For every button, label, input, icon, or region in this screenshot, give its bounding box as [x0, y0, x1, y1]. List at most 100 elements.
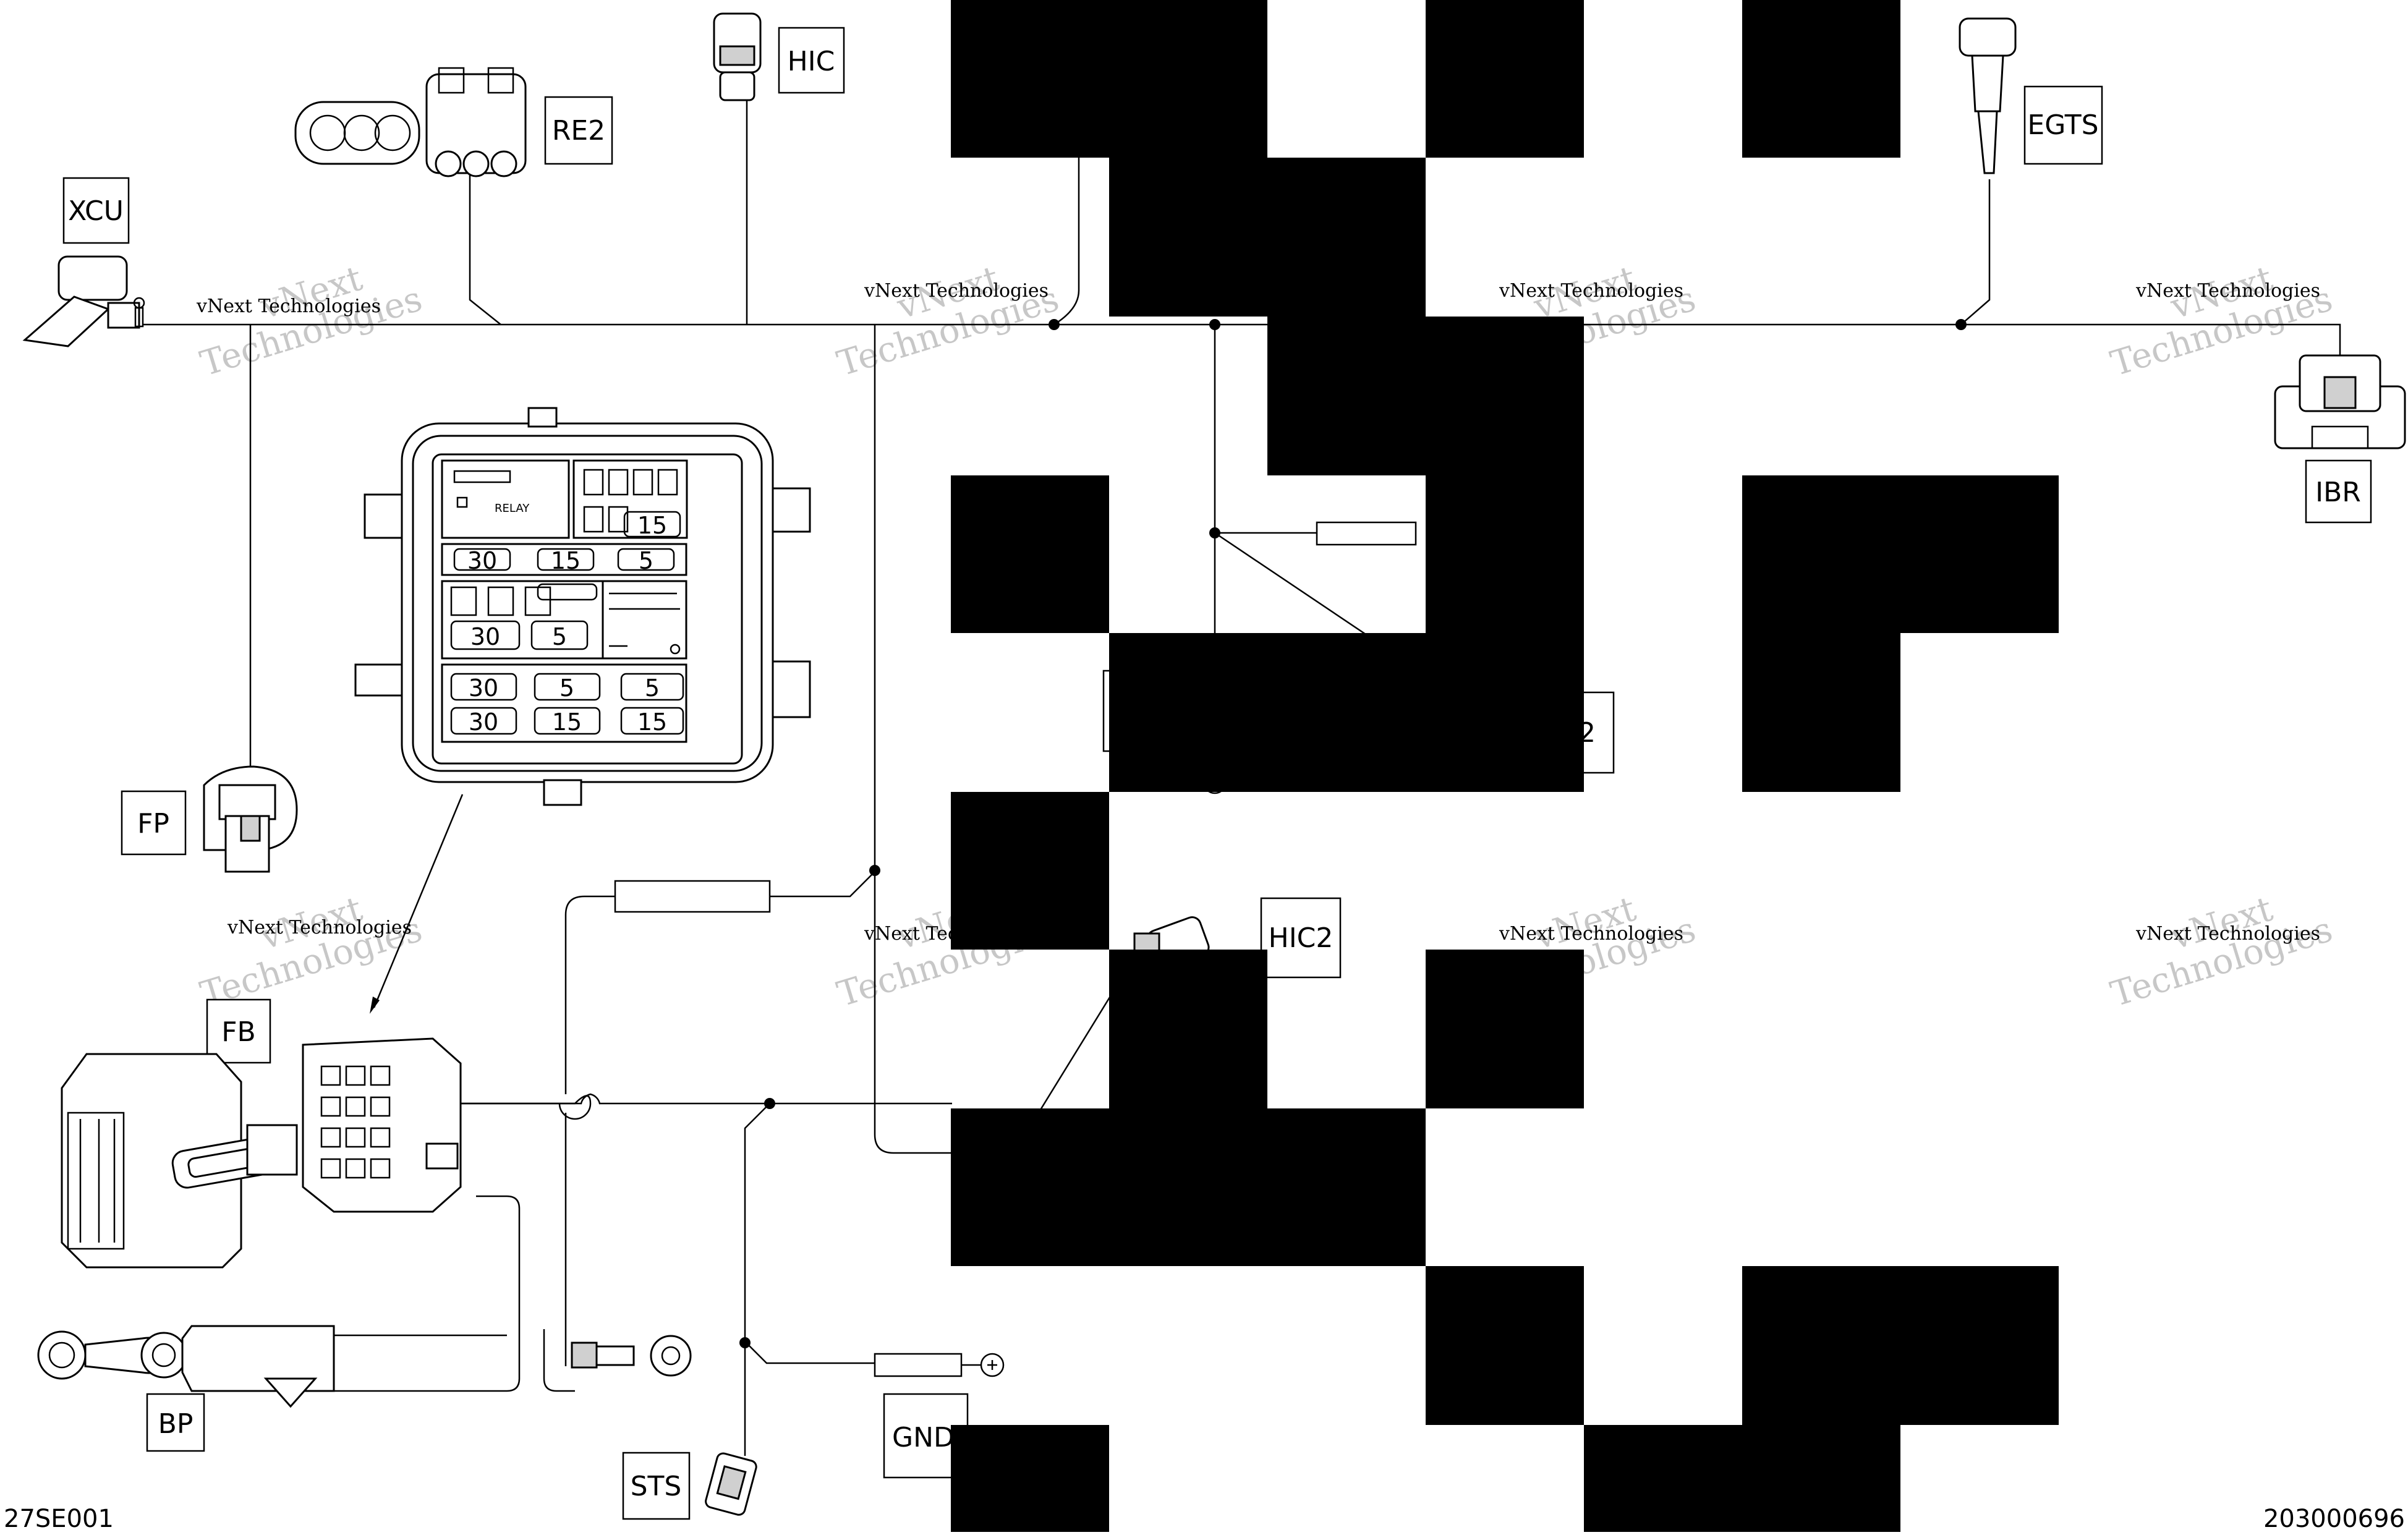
- re2-connector-pair: [294, 67, 527, 177]
- figure-code-right: 203000696: [2263, 1505, 2405, 1532]
- sts-label-box: [622, 1452, 691, 1520]
- xcu-label-box: [62, 177, 130, 244]
- fuse-value: 5: [645, 674, 660, 702]
- fuse-row-2: [441, 580, 604, 660]
- redaction-block: [951, 475, 1109, 633]
- ring-terminal-hole: [661, 1346, 681, 1366]
- re2-latch: [438, 67, 465, 94]
- figure-code-left: 27SE001: [4, 1505, 114, 1532]
- ring-terminal-crimp: [571, 1342, 598, 1369]
- re2-label: RE2: [552, 115, 605, 147]
- bp-label: BP: [158, 1408, 194, 1440]
- redaction-block: [1742, 0, 1900, 158]
- bp-cable-right: [543, 1329, 575, 1392]
- re2-wire: [469, 173, 501, 325]
- xcu-connector-boot: [107, 302, 140, 329]
- hic-label: HIC: [788, 46, 835, 77]
- re2-wire-seal: [490, 150, 517, 177]
- bp-battery-terminal: [37, 1325, 335, 1408]
- gnd4-cable-sleeve: [874, 1353, 963, 1377]
- fuse-value: 5: [559, 674, 574, 702]
- fuse-value: 15: [551, 547, 581, 574]
- ibr-connector-latch: [2323, 376, 2357, 409]
- hic-connector-latch: [719, 45, 755, 66]
- fb-connector-tab: [425, 1142, 459, 1170]
- fuse-box-left-tab-2: [354, 663, 403, 697]
- hic-connector: [713, 12, 762, 101]
- fp-connector-latch: [240, 815, 261, 842]
- fb-connector-body: [302, 1037, 462, 1213]
- sts-connector-latch: [716, 1465, 747, 1500]
- redaction-block: [1742, 633, 1900, 792]
- fuse-row-3: [441, 663, 687, 743]
- bp-terminal-boot: [181, 1325, 335, 1392]
- fuse-value: 15: [637, 512, 667, 539]
- xcu-connector: [22, 255, 145, 347]
- fp-connector-shroud: [224, 815, 270, 873]
- redaction-block: [1109, 950, 1267, 1108]
- redaction-block: [1584, 1425, 1900, 1532]
- bp-label-box: [146, 1393, 205, 1452]
- relay-marking-square: [456, 496, 468, 508]
- egts-connector: [1959, 17, 2017, 174]
- sts-wire: [744, 1103, 770, 1456]
- watermark-text: vNext Technologies: [864, 280, 1049, 302]
- gnd4-wire: [744, 1341, 875, 1364]
- fb-label: FB: [221, 1016, 256, 1048]
- fp-connector: [203, 765, 298, 873]
- fb-wire-stub: [461, 1095, 592, 1120]
- sts-connector: [705, 1452, 757, 1516]
- redaction-block: [951, 1425, 1109, 1532]
- main-harness-wire: [142, 323, 2341, 355]
- ibr-connector: [2274, 354, 2406, 449]
- re2-latch: [487, 67, 514, 94]
- re2-wire-seal: [435, 150, 462, 177]
- fuse-value: 30: [470, 623, 500, 650]
- watermark-text: vNext Technologies: [2135, 280, 2320, 302]
- fuse-box-arrow-line: [373, 794, 464, 1008]
- redaction-block: [951, 0, 1267, 158]
- fuse-box-bottom-tab: [543, 779, 582, 806]
- fuse-box-arrow-head: [370, 997, 380, 1014]
- redaction-block: [1742, 475, 2059, 633]
- bp-terminal-tab: [263, 1377, 318, 1408]
- junction-dot: [1049, 319, 1060, 330]
- egts-label-box: [2023, 85, 2103, 165]
- ring-terminal-barrel: [595, 1345, 635, 1366]
- junction-dot: [869, 865, 880, 876]
- bp-cable-outline: [334, 1195, 521, 1392]
- redaction-block: [1742, 1266, 2059, 1425]
- fuse-box-right-tab: [772, 487, 811, 533]
- redaction-block: [951, 792, 1109, 950]
- fb-fuse-box-side: [67, 1112, 125, 1250]
- ring-terminal-eye: [650, 1335, 692, 1377]
- hic-label-box: [778, 27, 845, 94]
- egts-connector-boot: [1971, 54, 2004, 113]
- fuse-value: 5: [639, 547, 653, 574]
- re2-pin-cavity: [343, 114, 380, 151]
- relay-marking: [453, 470, 511, 483]
- redaction-block: [1109, 633, 1584, 792]
- center-vertical-wire: [874, 325, 952, 1154]
- fuse-value: 30: [467, 547, 497, 574]
- redaction-block: [1426, 950, 1584, 1108]
- junction-dot: [1209, 527, 1220, 538]
- hic2-label-box: [1260, 897, 1342, 979]
- diagonal-wire: [1214, 532, 1370, 638]
- xcu-label: XCU: [68, 195, 124, 227]
- junction-dot: [764, 1098, 775, 1109]
- re2-wire-seal: [462, 150, 490, 177]
- fuse-value: 30: [469, 674, 498, 702]
- relay-label: RELAY: [495, 502, 530, 515]
- fuse-box-left-tab: [364, 493, 403, 539]
- watermark-text: vNext Technologies: [227, 917, 412, 938]
- upper-branch-wire: [1053, 158, 1080, 326]
- bp-terminal-eye-2: [140, 1332, 187, 1379]
- gnd4-ring-lead: [961, 1360, 997, 1370]
- redaction-block: [1109, 158, 1426, 317]
- fuse-box-upper-cluster: [572, 459, 688, 539]
- fuse-box-detail: RELAY 30 15 5 15 30 5: [354, 407, 811, 806]
- wires: [142, 99, 2341, 1456]
